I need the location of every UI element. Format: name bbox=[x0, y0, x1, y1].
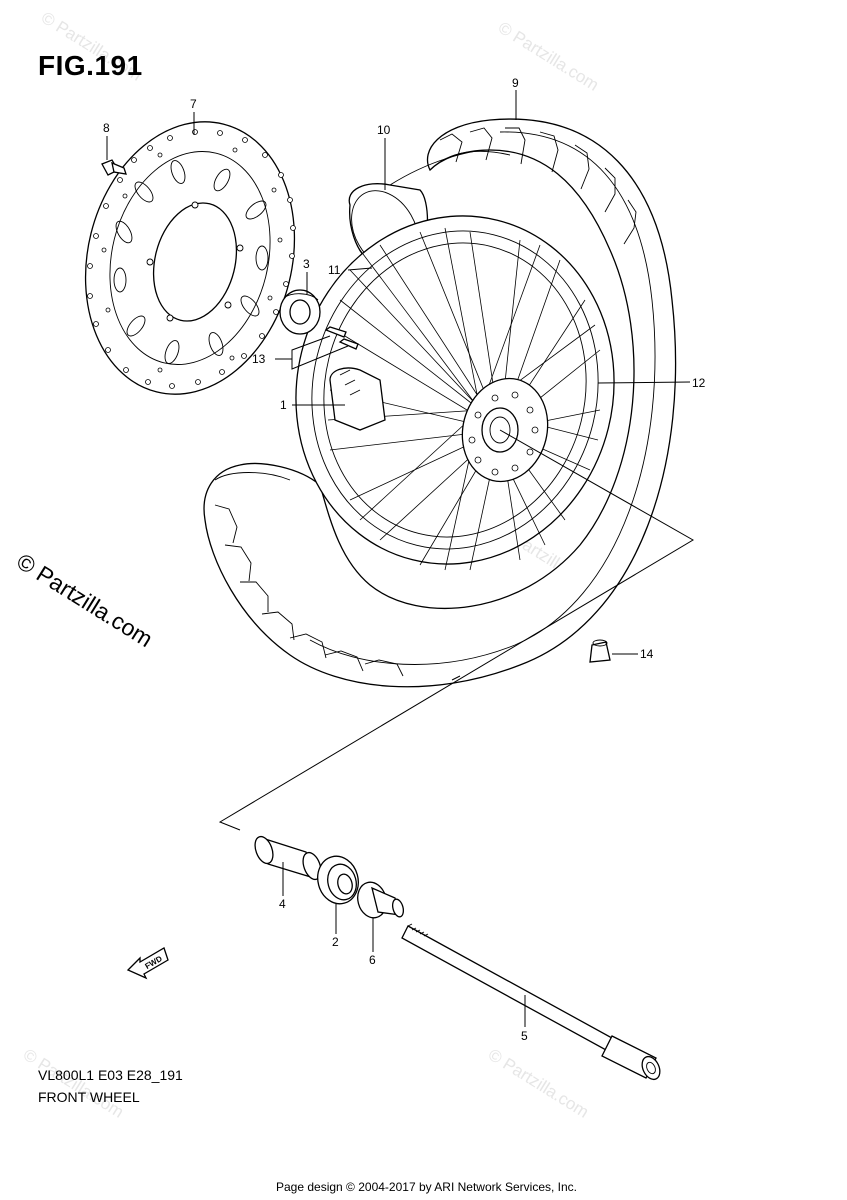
bearing-right bbox=[317, 855, 359, 905]
model-code: VL800L1 E03 E28_191 bbox=[38, 1067, 183, 1083]
callout-7[interactable]: 7 bbox=[190, 97, 197, 111]
callout-10[interactable]: 10 bbox=[377, 123, 391, 137]
spoke-nipples bbox=[324, 326, 359, 350]
callout-3[interactable]: 3 bbox=[303, 257, 310, 271]
callout-9[interactable]: 9 bbox=[512, 76, 519, 90]
callout-8[interactable]: 8 bbox=[103, 121, 110, 135]
page-credit: Page design © 2004-2017 by ARI Network S… bbox=[276, 1180, 578, 1194]
forward-direction-arrow: FWD bbox=[126, 947, 169, 980]
axle bbox=[401, 923, 661, 1081]
brake-disc bbox=[84, 121, 296, 395]
callout-4[interactable]: 4 bbox=[279, 897, 286, 911]
figure-caption: FRONT WHEEL bbox=[38, 1089, 140, 1105]
spacer bbox=[254, 835, 322, 881]
wheel-hub bbox=[329, 367, 549, 483]
callout-11[interactable]: 11 bbox=[328, 263, 341, 277]
callout-13[interactable]: 13 bbox=[252, 352, 266, 366]
callout-leaders bbox=[106, 90, 691, 1027]
assembly-guide-lines bbox=[218, 429, 694, 831]
callout-14[interactable]: 14 bbox=[640, 647, 654, 661]
callout-1[interactable]: 1 bbox=[280, 398, 287, 412]
callout-6[interactable]: 6 bbox=[369, 953, 376, 967]
collar bbox=[357, 881, 405, 919]
callout-numbers: 7 8 9 10 11 3 13 1 12 14 4 2 6 5 bbox=[103, 76, 706, 1043]
callout-5[interactable]: 5 bbox=[521, 1029, 528, 1043]
tire bbox=[203, 118, 677, 688]
callout-2[interactable]: 2 bbox=[332, 935, 339, 949]
callout-12[interactable]: 12 bbox=[692, 376, 706, 390]
figure-title: FIG.191 bbox=[38, 50, 143, 81]
disc-bolt bbox=[101, 159, 127, 176]
bearing-left bbox=[279, 289, 321, 335]
valve-cap bbox=[589, 639, 611, 663]
